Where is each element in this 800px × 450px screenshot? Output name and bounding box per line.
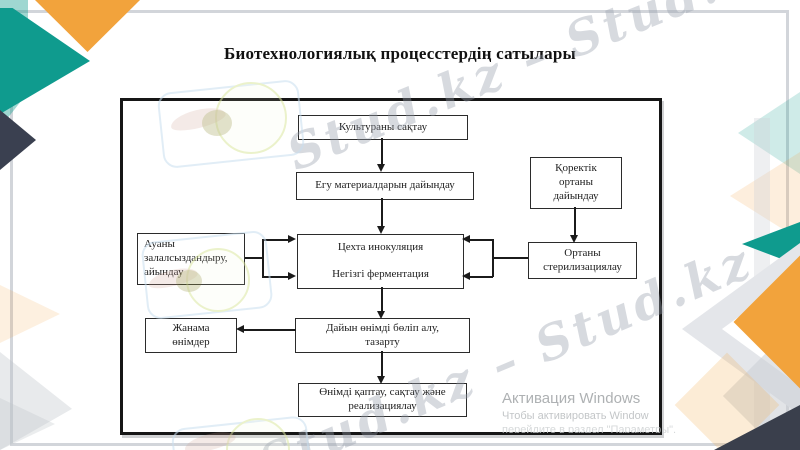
flow-box-label: Ортаны стерилизациялау	[543, 246, 622, 273]
arrowhead-down	[377, 311, 385, 319]
arrowhead-down	[377, 376, 385, 384]
arrowhead-left	[462, 235, 470, 243]
arrow-line	[262, 239, 289, 241]
flow-box-byproducts: Жанама өнімдер	[145, 318, 237, 353]
arrowhead-right	[288, 272, 296, 280]
arrow-line	[244, 329, 296, 331]
diagram-border	[120, 98, 662, 435]
arrow-line	[262, 239, 264, 277]
flow-box-label: Цехта инокуляция Негізгі ферментация	[332, 240, 429, 281]
flow-box-store-culture: Культураны сақтау	[298, 115, 468, 140]
flow-box-prepare-inoculum: Егу материалдарын дайындау	[296, 172, 474, 200]
arrow-line	[381, 198, 383, 227]
arrowhead-right	[288, 235, 296, 243]
flow-box-inoculation-fermentation: Цехта инокуляция Негізгі ферментация	[297, 234, 464, 289]
arrow-line	[492, 239, 494, 277]
flow-box-packaging: Өнімді қаптау, сақтау және реализациялау	[298, 383, 467, 417]
arrowhead-left	[462, 272, 470, 280]
flow-box-label: Ауаны залалсыздандыру, айындау	[144, 238, 228, 278]
arrow-line	[470, 276, 493, 278]
arrow-line	[470, 239, 493, 241]
arrow-line	[574, 207, 576, 236]
slide-title: Биотехнологиялық процесстердің сатылары	[224, 44, 576, 63]
flow-box-sterilize-medium: Ортаны стерилизациялау	[528, 242, 637, 279]
arrowhead-down	[377, 164, 385, 172]
arrowhead-down	[377, 226, 385, 234]
arrow-line	[381, 287, 383, 312]
activation-subtitle: Чтобы активировать Window	[502, 410, 649, 422]
arrowhead-down	[570, 235, 578, 243]
arrow-line	[493, 257, 528, 259]
activation-title: Активация Windows	[502, 390, 641, 407]
flow-box-separation: Дайын өнімді бөліп алу, тазарту	[295, 318, 470, 353]
arrow-line	[245, 257, 263, 259]
flow-box-air-sterilization: Ауаны залалсыздандыру, айындау	[137, 233, 245, 285]
flow-box-label: Дайын өнімді бөліп алу, тазарту	[325, 321, 439, 348]
arrow-line	[262, 276, 289, 278]
windows-activation-overlay: Активация Windows Чтобы активировать Win…	[502, 390, 676, 433]
flow-box-label: Өнімді қаптау, сақтау және реализациялау	[319, 386, 446, 412]
flow-box-label: Қоректік ортаны дайындау	[553, 162, 599, 202]
arrow-line	[381, 138, 383, 165]
flow-box-prepare-medium: Қоректік ортаны дайындау	[530, 157, 622, 209]
arrow-line	[381, 351, 383, 377]
flow-box-label: Жанама өнімдер	[172, 321, 210, 348]
flow-box-label: Егу материалдарын дайындау	[315, 179, 455, 192]
activation-subtitle-2: перейдите в раздел "Параметры".	[502, 424, 677, 433]
flow-box-label: Культураны сақтау	[338, 120, 428, 133]
arrowhead-left	[236, 325, 244, 333]
